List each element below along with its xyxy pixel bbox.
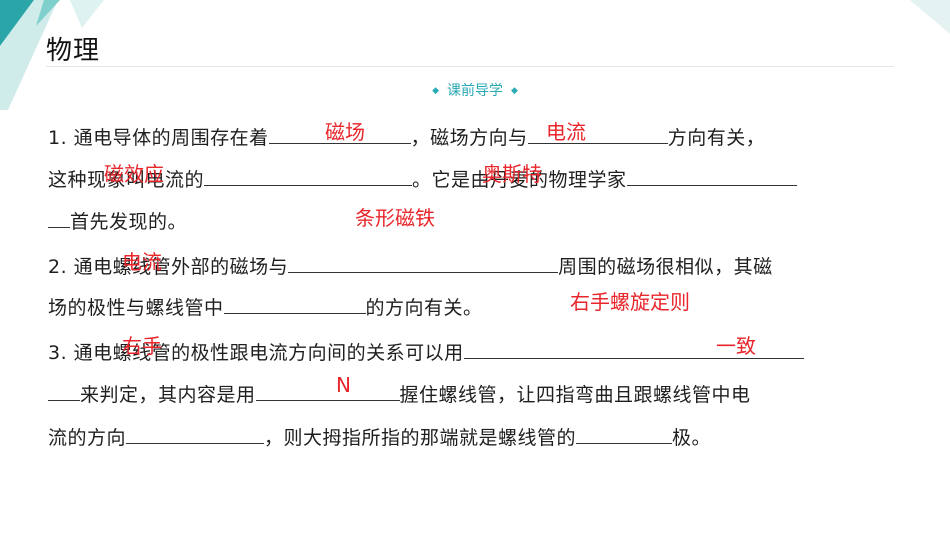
answer-north-pole: N (336, 373, 351, 397)
answer-bar-magnet: 条形磁铁 (355, 206, 435, 230)
answer-blank (288, 271, 559, 273)
corner-decoration-right (910, 0, 950, 34)
question-text: 这种现象叫电流的 (48, 169, 205, 191)
answer-blank (527, 142, 668, 144)
question-text: 来判定，其内容是用 (80, 384, 256, 406)
answer-right-hand: 右手 (122, 334, 162, 358)
answer-blank (463, 357, 804, 359)
question-text: 握住螺线管，让四指弯曲且跟螺线管中电 (399, 384, 751, 406)
question-3-line-3: 流的方向 ，则大拇指所指的那端就是螺线管的 极。 (48, 423, 711, 450)
question-3-line-2: 来判定，其内容是用 握住螺线管，让四指弯曲且跟螺线管中电 (48, 380, 751, 407)
question-2-line-1: 2. 通电螺线管外部的磁场与 周围的磁场很相似，其磁 (48, 252, 773, 279)
question-3-line-1: 3. 通电螺线管的极性跟电流方向间的关系可以用 (48, 338, 804, 365)
answer-blank (576, 442, 673, 444)
question-1-line-1: 1. 通电导体的周围存在着 ，磁场方向与 方向有关， (48, 123, 765, 150)
corner-decoration (0, 0, 104, 110)
answer-blank (268, 142, 411, 144)
question-1-line-2: 这种现象叫电流的 。它是由丹麦的物理学家 (48, 165, 797, 192)
question-2-line-2: 场的极性与螺线管中 的方向有关。 (48, 293, 483, 320)
answer-right-hand-rule: 右手螺旋定则 (570, 290, 690, 314)
answer-blank (48, 399, 80, 401)
answer-current-2: 电流 (122, 250, 162, 274)
diamond-icon: ◆ (511, 86, 518, 96)
question-text: 1. 通电导体的周围存在着 (48, 127, 269, 149)
question-text: 极。 (672, 427, 712, 449)
page-title: 物理 (46, 36, 101, 66)
question-text: 首先发现的。 (70, 211, 188, 233)
question-text: ，则大拇指所指的那端就是螺线管的 (264, 427, 577, 449)
answer-magnetic-field: 磁场 (325, 120, 365, 144)
question-text: 2. 通电螺线管外部的磁场与 (48, 256, 289, 278)
question-text: 周围的磁场很相似，其磁 (558, 256, 773, 278)
answer-magnetic-effect: 磁效应 (104, 162, 164, 186)
answer-blank (255, 399, 400, 401)
answer-blank (126, 442, 265, 444)
question-text: 3. 通电螺线管的极性跟电流方向间的关系可以用 (48, 342, 464, 364)
question-text: 场的极性与螺线管中 (48, 297, 224, 319)
answer-oersted: 奥斯特 (482, 162, 542, 186)
answer-blank (204, 184, 413, 186)
answer-blank (48, 226, 70, 228)
answer-blank (626, 184, 797, 186)
question-text: 流的方向 (48, 427, 127, 449)
answer-consistent: 一致 (716, 334, 756, 358)
question-1-line-3: 首先发现的。 (48, 207, 187, 234)
question-text: ，磁场方向与 (410, 127, 528, 149)
section-title: 课前导学 (447, 83, 503, 99)
header-divider (46, 66, 894, 67)
answer-current: 电流 (546, 120, 586, 144)
question-text: 方向有关， (667, 127, 766, 149)
section-heading: ◆ 课前导学 ◆ (0, 80, 950, 100)
answer-blank (223, 312, 366, 314)
diamond-icon: ◆ (432, 86, 439, 96)
question-text: 的方向有关。 (365, 297, 483, 319)
question-text: 。它是由丹麦的物理学家 (412, 169, 627, 191)
